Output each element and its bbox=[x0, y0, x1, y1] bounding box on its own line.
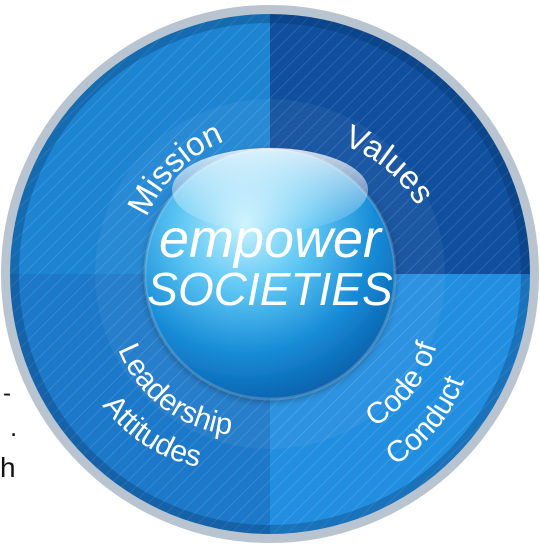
background-h: h bbox=[0, 452, 16, 483]
center-hub-gloss bbox=[172, 148, 368, 232]
center-title-line2: SOCIETIES bbox=[147, 263, 393, 315]
background-dash: - bbox=[3, 380, 11, 407]
background-period: . bbox=[10, 412, 18, 442]
center-hub-outline bbox=[143, 147, 397, 401]
wheel-group: empower SOCIETIES Mission Values Leaders… bbox=[1, 5, 539, 543]
wheel-rim bbox=[1, 5, 539, 543]
center-title-line1: empower bbox=[159, 209, 383, 269]
